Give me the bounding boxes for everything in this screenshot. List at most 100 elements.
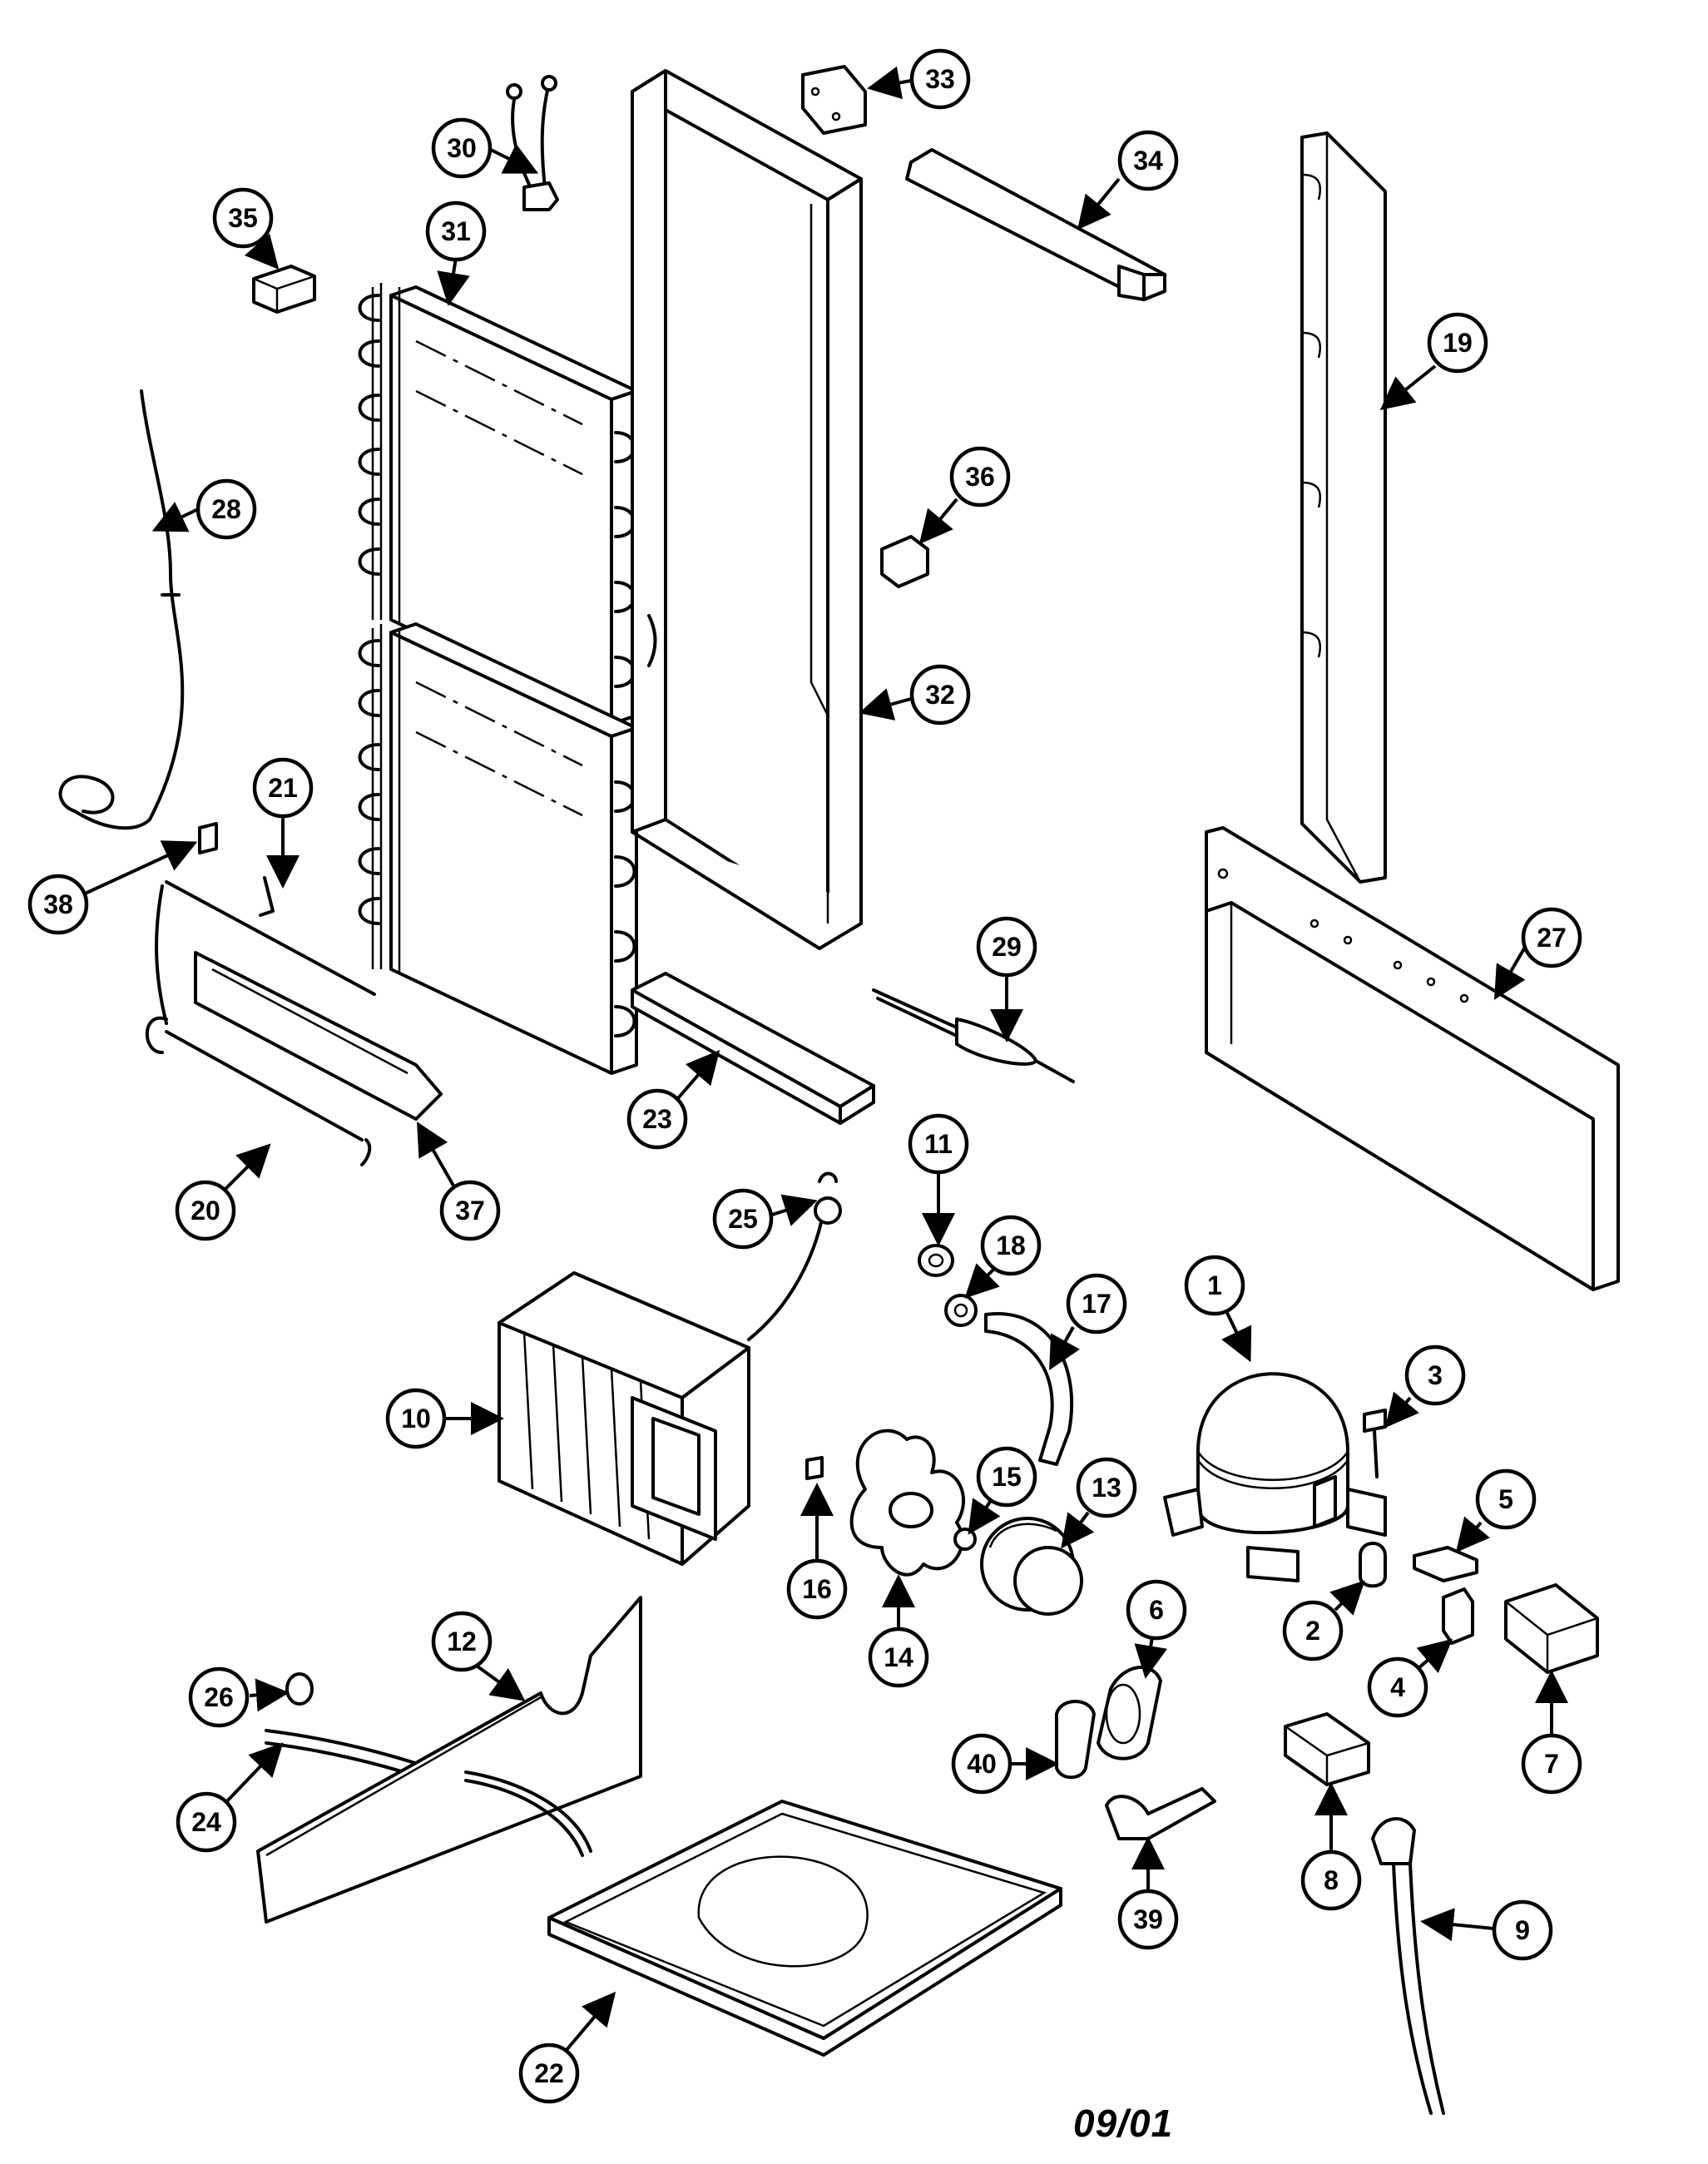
svg-text:31: 31 — [441, 216, 471, 246]
part-25-clamp — [814, 1171, 842, 1225]
callout-27: 27 — [1493, 907, 1582, 1000]
part-40-part — [1055, 1700, 1096, 1780]
svg-text:38: 38 — [43, 889, 73, 919]
part-7-cover — [1504, 1583, 1599, 1674]
callout-5: 5 — [1455, 1468, 1537, 1553]
svg-text:26: 26 — [204, 1682, 234, 1712]
svg-text:4: 4 — [1390, 1672, 1405, 1702]
svg-text:10: 10 — [401, 1404, 431, 1434]
part-16-clip — [805, 1456, 824, 1480]
svg-text:6: 6 — [1149, 1595, 1164, 1625]
callout-11: 11 — [908, 1113, 969, 1246]
part-8-overload — [1284, 1712, 1370, 1786]
callout-39: 39 — [1117, 1836, 1179, 1950]
callout-40: 40 — [951, 1733, 1059, 1795]
svg-text:25: 25 — [728, 1204, 758, 1234]
part-30-thermostat — [506, 75, 559, 211]
date-code: 09/01 — [1073, 2102, 1174, 2145]
callout-36: 36 — [918, 446, 1011, 545]
part-29-drier — [872, 988, 1075, 1083]
callout-9: 9 — [1420, 1899, 1553, 1961]
part-10-condenser — [498, 1209, 825, 1566]
svg-text:28: 28 — [211, 494, 241, 524]
svg-text:11: 11 — [924, 1129, 953, 1159]
part-17-strap — [984, 1312, 1074, 1466]
part-14-fan-blade — [849, 1429, 966, 1577]
callout-25: 25 — [712, 1188, 818, 1250]
svg-text:27: 27 — [1537, 923, 1567, 953]
svg-text:15: 15 — [992, 1462, 1022, 1492]
svg-text:39: 39 — [1133, 1904, 1163, 1934]
svg-text:19: 19 — [1443, 328, 1473, 358]
callout-12: 12 — [431, 1611, 526, 1701]
callout-23: 23 — [626, 1049, 720, 1150]
part-38-clip — [198, 822, 218, 854]
svg-text:16: 16 — [802, 1574, 832, 1604]
callout-17: 17 — [1049, 1273, 1127, 1370]
callout-32: 32 — [859, 664, 971, 725]
svg-text:18: 18 — [996, 1231, 1026, 1260]
callout-38: 38 — [27, 840, 198, 935]
part-2-grommet — [1359, 1542, 1387, 1588]
svg-text:33: 33 — [925, 64, 955, 94]
part-36-block — [880, 535, 929, 588]
part-26-clamp — [285, 1672, 314, 1706]
svg-text:30: 30 — [447, 133, 477, 163]
part-27-cover-panel — [1205, 826, 1620, 1291]
part-35-block — [252, 265, 316, 314]
svg-text:5: 5 — [1498, 1484, 1513, 1514]
svg-text:22: 22 — [534, 2058, 564, 2088]
callout-2: 2 — [1282, 1580, 1365, 1661]
callout-16: 16 — [786, 1483, 848, 1620]
part-5-clip — [1413, 1546, 1478, 1582]
part-28-tube — [58, 389, 185, 830]
callout-28: 28 — [151, 478, 257, 540]
callout-34: 34 — [1077, 130, 1179, 230]
callout-19: 19 — [1379, 312, 1488, 410]
svg-text:2: 2 — [1305, 1616, 1320, 1646]
svg-text:21: 21 — [268, 773, 298, 803]
part-33-bracket — [801, 65, 867, 135]
callout-15: 15 — [968, 1446, 1037, 1535]
callout-14: 14 — [868, 1574, 929, 1688]
callout-21: 21 — [252, 757, 314, 889]
part-32-duct-panel — [631, 69, 863, 950]
part-39-bracket — [1105, 1787, 1216, 1840]
part-1-compressor — [1163, 1372, 1387, 1582]
callout-10: 10 — [385, 1388, 504, 1449]
callout-33: 33 — [867, 48, 971, 110]
callout-22: 22 — [518, 1991, 616, 2104]
callout-26: 26 — [188, 1666, 290, 1728]
svg-text:8: 8 — [1324, 1865, 1339, 1895]
callout-1: 1 — [1184, 1255, 1252, 1363]
part-22-drain-pan — [547, 1800, 1062, 2057]
callout-18: 18 — [964, 1215, 1042, 1299]
svg-text:12: 12 — [447, 1627, 477, 1656]
callout-8: 8 — [1300, 1782, 1362, 1911]
part-31-evaporator — [358, 283, 638, 1075]
svg-text:40: 40 — [967, 1749, 997, 1779]
callout-30: 30 — [431, 117, 539, 179]
svg-text:29: 29 — [992, 932, 1022, 962]
part-18-grommet — [944, 1294, 978, 1327]
svg-text:14: 14 — [884, 1642, 913, 1672]
part-9-power-cord — [1371, 1817, 1445, 2115]
callout-37: 37 — [417, 1122, 501, 1241]
svg-text:9: 9 — [1515, 1915, 1530, 1945]
callout-29: 29 — [976, 916, 1037, 1042]
callout-13: 13 — [1061, 1457, 1137, 1549]
svg-text:1: 1 — [1207, 1270, 1222, 1300]
svg-text:35: 35 — [228, 203, 258, 233]
svg-text:3: 3 — [1428, 1360, 1443, 1390]
part-19-strip — [1300, 131, 1387, 884]
part-15-nut — [953, 1528, 977, 1551]
svg-text:20: 20 — [191, 1196, 220, 1226]
svg-text:13: 13 — [1092, 1473, 1121, 1503]
part-34-channel — [905, 148, 1166, 301]
part-12-bracket-panel — [256, 1596, 642, 1924]
part-11-grommet — [918, 1244, 954, 1277]
callout-24: 24 — [176, 1742, 284, 1853]
callout-20: 20 — [175, 1143, 271, 1241]
svg-text:34: 34 — [1133, 146, 1163, 176]
